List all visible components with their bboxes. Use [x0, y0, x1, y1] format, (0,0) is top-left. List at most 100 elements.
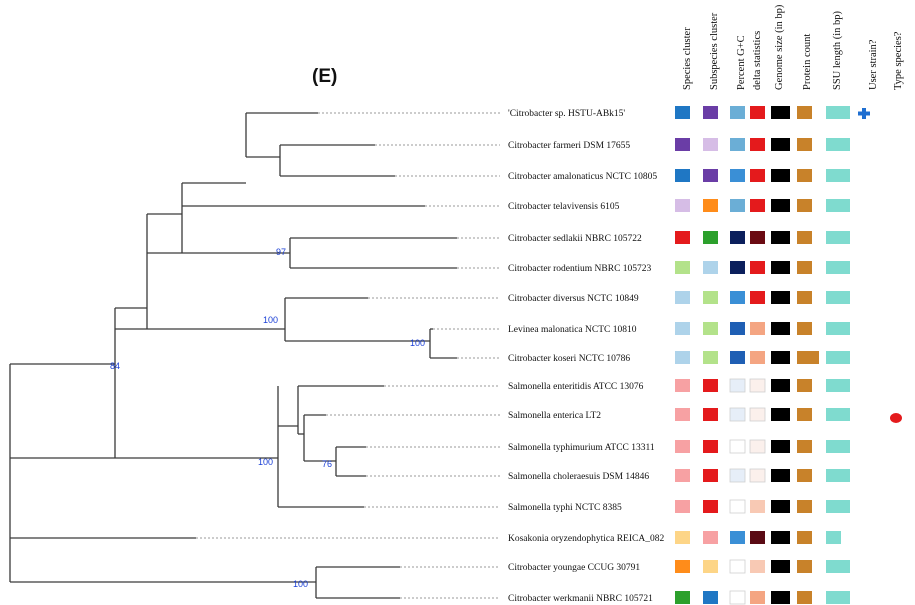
- annotation-cell: [729, 559, 746, 574]
- annotation-cell: [826, 469, 850, 482]
- annotation-cell: [771, 138, 790, 151]
- annotation-cell: [729, 499, 746, 514]
- annotation-cell: [730, 138, 745, 151]
- annotation-cell: [730, 322, 745, 335]
- annotation-cell: [826, 500, 850, 513]
- taxon-label: Citrobacter werkmanii NBRC 105721: [508, 594, 653, 604]
- annotation-cell: [771, 322, 790, 335]
- annotation-cell: [797, 531, 812, 544]
- taxon-label: Citrobacter telavivensis 6105: [508, 202, 620, 212]
- annotation-cell: [729, 468, 746, 483]
- annotation-cell: [675, 469, 690, 482]
- annotation-cell: [749, 407, 766, 422]
- annotation-cell: [675, 322, 690, 335]
- annotation-cell: [703, 291, 718, 304]
- annotation-cell: [675, 261, 690, 274]
- annotation-cell: [703, 169, 718, 182]
- annotation-cell: [826, 379, 850, 392]
- annotation-cell: [797, 440, 812, 453]
- annotation-cell: [750, 500, 765, 513]
- column-header: delta statistics: [752, 31, 763, 90]
- annotation-cell: [797, 591, 812, 604]
- column-header: Type species?: [893, 31, 904, 90]
- annotation-cell: [703, 379, 718, 392]
- annotation-cell: [826, 291, 850, 304]
- annotation-cell: [703, 469, 718, 482]
- annotation-cell: [750, 138, 765, 151]
- column-header: SSU length (in bp): [832, 10, 843, 90]
- bootstrap-label: 76: [322, 459, 332, 469]
- annotation-cell: [750, 322, 765, 335]
- annotation-cell: [675, 591, 690, 604]
- annotation-cell: [675, 440, 690, 453]
- annotation-cell: [750, 231, 765, 244]
- annotation-cell: [750, 531, 765, 544]
- annotation-cell: [771, 291, 790, 304]
- annotation-cell: [675, 531, 690, 544]
- annotation-cell: [675, 408, 690, 421]
- annotation-cell: [730, 169, 745, 182]
- annotation-cell: [675, 291, 690, 304]
- annotation-cell: [730, 199, 745, 212]
- annotation-cell: [703, 106, 718, 119]
- taxon-label: 'Citrobacter sp. HSTU-ABk15': [508, 109, 625, 119]
- annotation-cell: [703, 500, 718, 513]
- annotation-cell: [675, 231, 690, 244]
- annotation-cell: [771, 591, 790, 604]
- type-species-marker: [890, 413, 902, 423]
- annotation-cell: [771, 560, 790, 573]
- taxon-label: Citrobacter farmeri DSM 17655: [508, 140, 630, 151]
- annotation-cell: [797, 138, 812, 151]
- annotation-cell: [703, 351, 718, 364]
- annotation-cell: [703, 560, 718, 573]
- taxon-label: Citrobacter amalonaticus NCTC 10805: [508, 172, 657, 182]
- taxon-label: Levinea malonatica NCTC 10810: [508, 325, 637, 335]
- annotation-cell: [730, 531, 745, 544]
- annotation-cell: [771, 408, 790, 421]
- annotation-cell: [797, 351, 819, 364]
- annotation-cell: [675, 500, 690, 513]
- bootstrap-label: 100: [263, 315, 278, 325]
- annotation-cell: [675, 560, 690, 573]
- bootstrap-label: 97: [276, 247, 286, 257]
- taxon-label: Salmonella typhi NCTC 8385: [508, 503, 622, 513]
- annotation-cell: [797, 199, 812, 212]
- annotation-cell: [675, 138, 690, 151]
- taxon-label: Citrobacter sedlakii NBRC 105722: [508, 234, 642, 244]
- annotation-cell: [797, 560, 812, 573]
- annotation-cell: [703, 531, 718, 544]
- annotation-cell: [771, 231, 790, 244]
- annotation-cell: [750, 560, 765, 573]
- annotation-cell: [797, 379, 812, 392]
- annotation-cell: [730, 291, 745, 304]
- column-header: Percent G+C: [736, 35, 747, 90]
- annotation-cell: [797, 469, 812, 482]
- column-header: User strain?: [868, 39, 879, 90]
- column-header: Protein count: [802, 34, 813, 90]
- annotation-cell: [797, 322, 812, 335]
- taxon-label: Salmonella enterica LT2: [508, 411, 601, 421]
- annotation-cell: [797, 261, 812, 274]
- annotation-cell: [703, 322, 718, 335]
- annotation-cell: [675, 351, 690, 364]
- bootstrap-label: 100: [258, 457, 273, 467]
- annotation-cell: [826, 138, 850, 151]
- annotation-cell: [797, 500, 812, 513]
- annotation-cell: [730, 351, 745, 364]
- annotation-cell: [771, 531, 790, 544]
- bootstrap-label: 100: [410, 338, 425, 348]
- annotation-cell: [797, 408, 812, 421]
- annotation-cell: [703, 231, 718, 244]
- annotation-cell: [729, 378, 746, 393]
- annotation-cell: [826, 199, 850, 212]
- taxon-label: Citrobacter youngae CCUG 30791: [508, 563, 640, 573]
- taxon-label: Salmonella enteritidis ATCC 13076: [508, 382, 644, 392]
- annotation-cell: [771, 379, 790, 392]
- taxon-label: Citrobacter diversus NCTC 10849: [508, 294, 639, 304]
- annotation-cell: [703, 138, 718, 151]
- annotation-cell: [771, 199, 790, 212]
- annotation-cell: [703, 440, 718, 453]
- taxon-label: Citrobacter koseri NCTC 10786: [508, 354, 630, 364]
